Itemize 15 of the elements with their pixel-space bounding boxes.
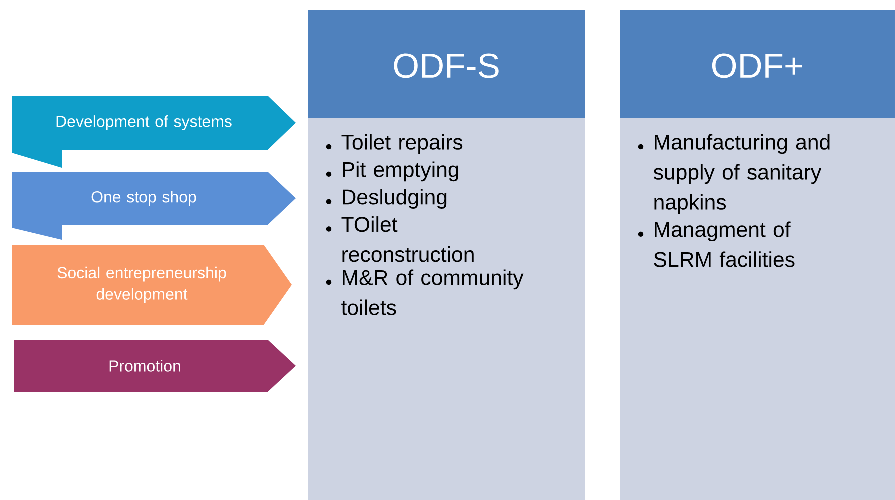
chevron-box: One stop shop [12,172,296,240]
bullet-item: TOilet reconstruction [342,216,474,262]
chevron-box: Social entrepreneurship development [12,245,292,325]
column-heading: ODF-S [394,54,499,78]
bullet-item: Pit emptying [343,162,458,182]
bullet-item: Managment of SLRM facilities [654,222,795,268]
column-heading: ODF+ [712,54,802,78]
bullet-item: Manufacturing and supply of sanitary napkins [654,134,830,214]
chevron-box: Promotion [14,340,296,392]
bullet-item: M&R of community toilets [342,270,524,316]
bullet-item: Desludging [343,189,447,209]
column-panel [308,10,586,500]
column-panel [620,10,895,500]
chevron-box: Development of systems [12,96,296,168]
bullet-item: Toilet repairs [342,134,463,154]
